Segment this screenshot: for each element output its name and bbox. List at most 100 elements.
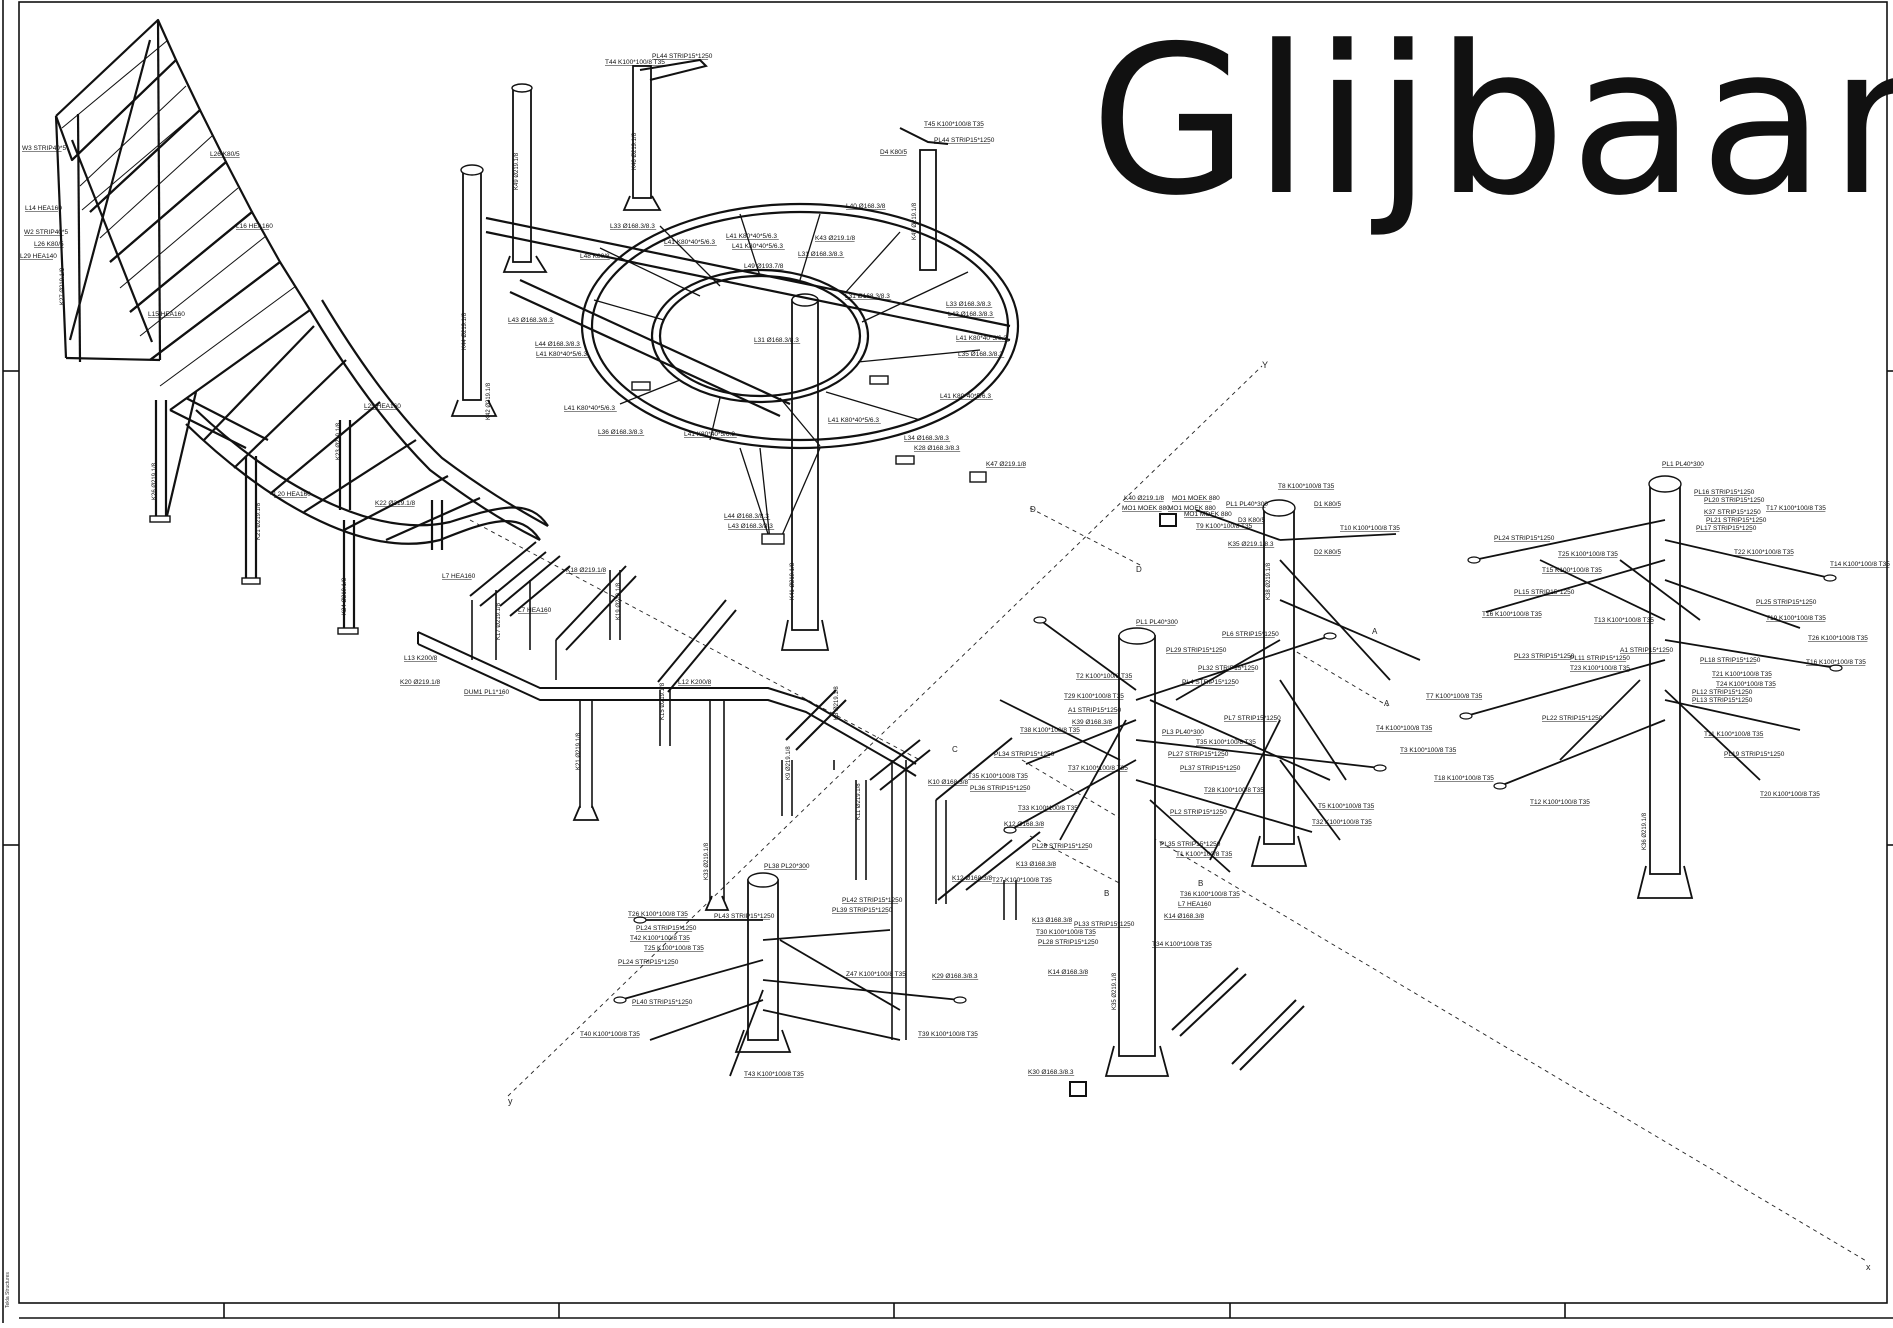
part-label: T29 K100*100/8 T35 bbox=[1064, 693, 1124, 700]
tree-braces-center bbox=[999, 509, 1421, 873]
part-label: T1 K100*100/8 T35 bbox=[1176, 851, 1233, 858]
part-label: T17 K100*100/8 T35 bbox=[1766, 505, 1826, 512]
part-label: L7 HEA160 bbox=[442, 573, 476, 580]
part-label: T14 K100*100/8 T35 bbox=[1830, 561, 1890, 568]
part-label: PL6 STRIP15*1250 bbox=[1222, 631, 1279, 638]
tree-braces-lower-left bbox=[619, 919, 961, 1077]
part-label: K20 Ø219.1/8 bbox=[400, 679, 440, 686]
part-label: K14 Ø168.3/8 bbox=[1164, 913, 1204, 920]
part-label: PL34 STRIP15*1250 bbox=[994, 751, 1055, 758]
part-label: T28 K100*100/8 T35 bbox=[1204, 787, 1264, 794]
ladder-frame bbox=[54, 18, 312, 521]
part-label-vertical: K26 Ø219.1/8 bbox=[152, 462, 158, 500]
part-label: L41 K80*40*5/6.3 bbox=[664, 239, 715, 246]
part-label: T13 K100*100/8 T35 bbox=[1594, 617, 1654, 624]
part-label: PL19 STRIP15*1250 bbox=[1724, 751, 1785, 758]
part-label: PL28 STRIP15*1250 bbox=[1038, 939, 1099, 946]
part-label: T32 K100*100/8 T35 bbox=[1312, 819, 1372, 826]
part-label: PL12 STRIP15*1250 bbox=[1692, 689, 1753, 696]
part-label: PL17 STRIP15*1250 bbox=[1696, 525, 1757, 532]
part-label: PL32 STRIP15*1250 bbox=[1198, 665, 1259, 672]
part-label: L43 Ø168.3/8.3 bbox=[728, 523, 773, 530]
part-label: K29 Ø168.3/8.3 bbox=[932, 973, 978, 980]
axis-label-y2: Y bbox=[1262, 360, 1268, 370]
part-label: L36 Ø168.3/8.3 bbox=[598, 429, 643, 436]
part-label: PL33 STRIP15*1250 bbox=[1074, 921, 1135, 928]
part-label: T37 K100*100/8 T35 bbox=[1068, 765, 1128, 772]
part-label: PL4 STRIP15*1250 bbox=[1182, 679, 1239, 686]
part-label: L35 Ø168.3/8.3 bbox=[958, 351, 1003, 358]
part-label: L49 Ø193.7/8 bbox=[744, 263, 784, 270]
part-label-vertical: K15 Ø219.1/8 bbox=[660, 682, 666, 720]
part-label: K43 Ø219.1/8 bbox=[815, 235, 855, 242]
part-label: T16 K100*100/8 T35 bbox=[1806, 659, 1866, 666]
part-label: PL18 STRIP15*1250 bbox=[1700, 657, 1761, 664]
section-mark-b1: B bbox=[1198, 879, 1203, 888]
part-label: L41 K80*40*5/6.3 bbox=[726, 233, 777, 240]
part-label: K14 Ø168.3/8 bbox=[1048, 969, 1088, 976]
part-label: L31 Ø168.3/8.3 bbox=[845, 293, 890, 300]
part-label: PL37 STRIP15*1250 bbox=[1180, 765, 1241, 772]
part-label: T23 K100*100/8 T35 bbox=[1570, 665, 1630, 672]
part-label: K13 Ø168.3/8 bbox=[1032, 917, 1072, 924]
part-label: PL36 STRIP15*1250 bbox=[970, 785, 1031, 792]
part-label: PL40 STRIP15*1250 bbox=[632, 999, 693, 1006]
part-label-vertical: K17 Ø219.1/8 bbox=[496, 602, 502, 640]
part-label: PL24 STRIP15*1250 bbox=[618, 959, 679, 966]
part-label: T9 K100*100/8 T35 bbox=[1196, 523, 1253, 530]
part-label: MO1 MOEK 880 bbox=[1172, 495, 1220, 502]
part-label: D1 K80/5 bbox=[1314, 501, 1341, 508]
part-label: T36 K100*100/8 T35 bbox=[1180, 891, 1240, 898]
part-label: L44 Ø168.3/8.3 bbox=[535, 341, 580, 348]
part-label: L7 HEA160 bbox=[518, 607, 552, 614]
part-label-vertical: K21 Ø219.1/8 bbox=[576, 732, 582, 770]
part-label: K30 Ø168.3/8.3 bbox=[1028, 1069, 1074, 1076]
part-label-vertical: K24 Ø219.1/8 bbox=[342, 577, 348, 615]
column-base-flares bbox=[450, 195, 1694, 1077]
part-label: MO1 MOEK 880 bbox=[1184, 511, 1232, 518]
part-label-vertical: K42 Ø219.1/8 bbox=[486, 382, 492, 420]
part-label: PL3 PL40*300 bbox=[1162, 729, 1204, 736]
page-title: Glijbaan bbox=[1090, 3, 1893, 241]
part-label: L41 K80*40*5/6.3 bbox=[536, 351, 587, 358]
part-label: L14 HEA160 bbox=[25, 205, 62, 212]
part-label: K35 Ø219.1/8.3 bbox=[1228, 541, 1274, 548]
part-label: L25 HEA160 bbox=[364, 403, 401, 410]
part-label-vertical: K11 Ø219.1/8 bbox=[856, 783, 862, 820]
part-label: L34 Ø168.3/8.3 bbox=[904, 435, 949, 442]
part-label: K22 Ø219.1/8 bbox=[375, 500, 415, 507]
part-label: T40 K100*100/8 T35 bbox=[580, 1031, 640, 1038]
axis-label-x: x bbox=[1866, 1262, 1871, 1272]
part-label: T25 K100*100/8 T35 bbox=[1558, 551, 1618, 558]
part-label: PL27 STRIP15*1250 bbox=[1168, 751, 1229, 758]
part-label-vertical: K45 Ø219.1/8 bbox=[912, 202, 918, 240]
part-label: PL7 STRIP15*1250 bbox=[1224, 715, 1281, 722]
part-label: T42 K100*100/8 T35 bbox=[630, 935, 690, 942]
part-label: L33 Ø168.3/8.3 bbox=[610, 223, 655, 230]
part-label: PL1 PL40*300 bbox=[1226, 501, 1268, 508]
part-label: MO1 MOEK 880 bbox=[1168, 505, 1216, 512]
part-label-vertical: K41 Ø219.1/8 bbox=[790, 562, 796, 600]
part-label: W3 STRIP40*5 bbox=[22, 145, 66, 152]
part-label-vertical: K33 Ø219.1/8 bbox=[704, 842, 710, 880]
tree-braces-right bbox=[1465, 519, 1837, 787]
part-label: L31 Ø168.3/8.3 bbox=[798, 251, 843, 258]
part-label: T11 K100*100/8 T35 bbox=[1704, 731, 1764, 738]
walkway-posts bbox=[471, 570, 1017, 1040]
axis-lines bbox=[469, 365, 1869, 1263]
part-label: K47 Ø219.1/8 bbox=[986, 461, 1026, 468]
part-label-vertical: K46 Ø219.1/8 bbox=[632, 132, 638, 170]
part-label: L48 K80/8 bbox=[580, 253, 610, 260]
part-label: L26 K80/5 bbox=[34, 241, 64, 248]
brace-end-plates bbox=[613, 556, 1843, 1004]
part-label: T22 K100*100/8 T35 bbox=[1734, 549, 1794, 556]
part-label: PL21 STRIP15*1250 bbox=[1706, 517, 1767, 524]
part-label: T20 K100*100/8 T35 bbox=[1760, 791, 1820, 798]
part-label: PL11 STRIP15*1250 bbox=[1570, 655, 1630, 662]
part-label: T44 K100*100/8 T35 bbox=[605, 59, 665, 66]
part-label: T38 K100*100/8 T35 bbox=[1020, 727, 1080, 734]
part-label: L31 Ø168.3/8.3 bbox=[754, 337, 799, 344]
part-label: T25 K100*100/8 T35 bbox=[644, 945, 704, 952]
part-label: L12 K200/8 bbox=[678, 679, 712, 686]
